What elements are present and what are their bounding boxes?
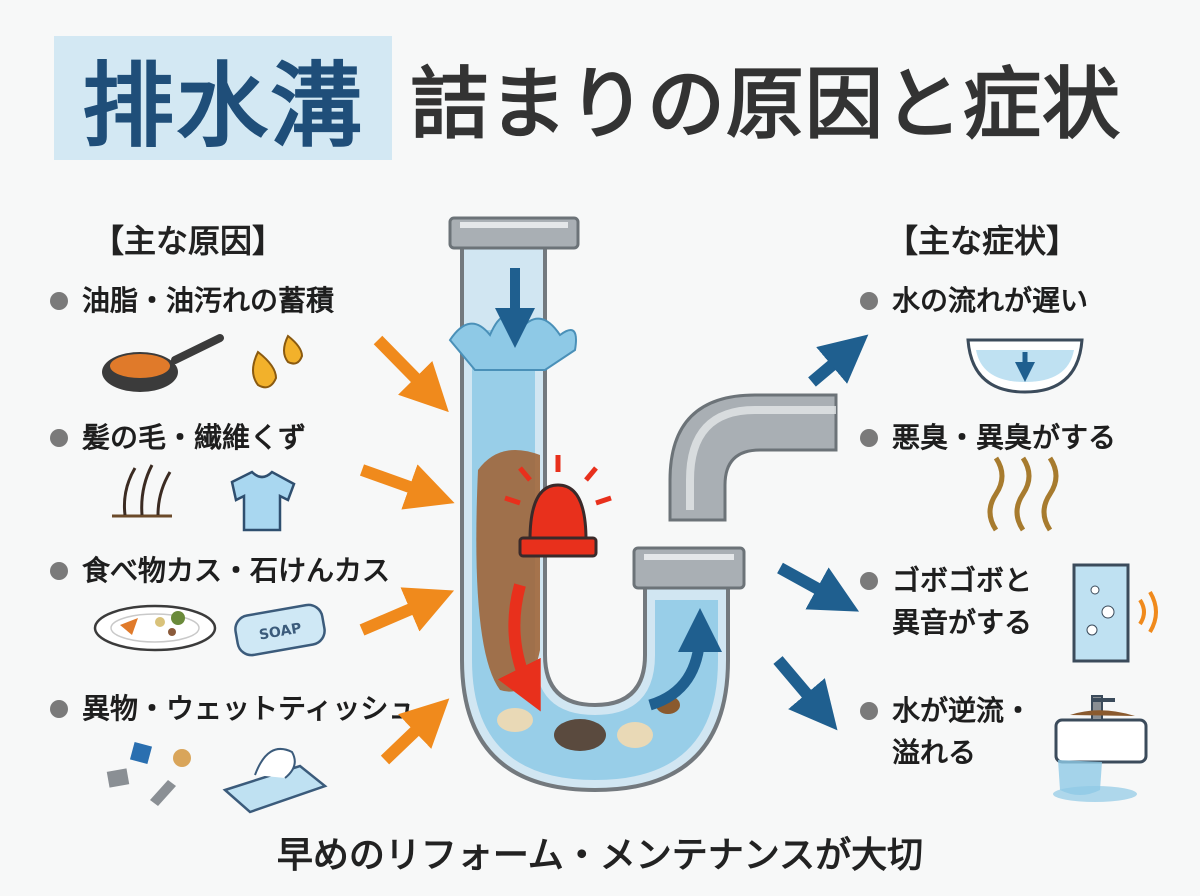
shirt-icon: [230, 470, 296, 532]
causes-heading: 【主な原因】: [92, 222, 285, 260]
symptom-label-line: 溢れる: [892, 736, 977, 769]
cause-item-grease: 油脂・油汚れの蓄積: [50, 280, 334, 322]
symptom-label-block: ゴボゴボと 異音がする: [892, 560, 1032, 644]
cause-arrows: [359, 335, 455, 765]
wet-wipes-icon: [222, 747, 328, 814]
plate-icon: [93, 604, 217, 652]
cause-item-hair: 髪の毛・繊維くず: [50, 417, 306, 459]
bullet-dot: [50, 700, 68, 718]
slow-drain-sink-icon: [966, 338, 1084, 394]
title-highlight-box: [54, 36, 392, 160]
symptom-label: 水の流れが遅い: [892, 284, 1089, 317]
footer-message: 早めのリフォーム・メンテナンスが大切: [276, 835, 924, 876]
debris-pieces-icon: [106, 741, 191, 806]
page-title-main: 排水溝: [81, 52, 364, 160]
hair-icon: [112, 464, 172, 518]
alarm-light-icon: [504, 455, 612, 558]
symptom-label-line: 水が逆流・: [892, 694, 1033, 727]
symptom-item-odor: 悪臭・異臭がする: [860, 417, 1116, 459]
symptom-item-gurgle: ゴボゴボと 異音がする: [860, 560, 1032, 644]
cause-label: 食べ物カス・石けんカス: [82, 554, 391, 587]
cause-label: 異物・ウェットティッシュ: [82, 692, 417, 725]
gurgling-pipe-icon: [1072, 563, 1158, 663]
symptom-label-line: ゴボゴボと: [892, 564, 1033, 597]
soap-bar-icon: SOAP: [234, 603, 326, 657]
cause-label: 髪の毛・繊維くず: [82, 421, 307, 454]
symptom-arrows: [773, 334, 869, 731]
page-title-sub: 詰まりの原因と症状: [410, 60, 1122, 150]
bullet-dot: [50, 429, 68, 447]
symptom-label-line: 異音がする: [892, 606, 1033, 639]
bullet-dot: [50, 562, 68, 580]
oil-drops-icon: [252, 334, 304, 389]
bullet-dot: [860, 292, 878, 310]
symptoms-heading: 【主な症状】: [886, 222, 1079, 260]
odor-waves-icon: [987, 456, 1059, 532]
drain-pipe-illustration: [448, 216, 838, 793]
soap-label: SOAP: [258, 620, 303, 643]
bullet-dot: [860, 429, 878, 447]
cause-item-food: 食べ物カス・石けんカス: [50, 550, 390, 592]
cause-label: 油脂・油汚れの蓄積: [82, 284, 335, 317]
symptom-label-block: 水が逆流・ 溢れる: [892, 690, 1032, 774]
cause-item-foreign: 異物・ウェットティッシュ: [50, 688, 416, 730]
symptom-item-slow: 水の流れが遅い: [860, 280, 1088, 322]
bullet-dot: [860, 572, 878, 590]
frying-pan-icon: [102, 334, 224, 392]
overflowing-sink-icon: [1053, 695, 1148, 802]
symptom-label: 悪臭・異臭がする: [892, 421, 1117, 454]
bullet-dot: [50, 292, 68, 310]
symptom-item-overflow: 水が逆流・ 溢れる: [860, 690, 1032, 774]
bullet-dot: [860, 702, 878, 720]
